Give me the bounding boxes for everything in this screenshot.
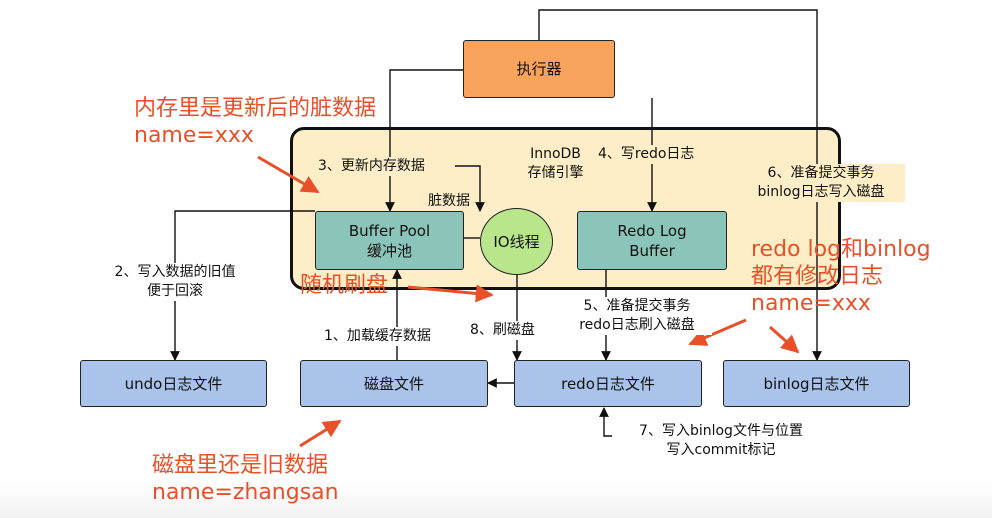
step5-label: 5、准备提交事务 redo日志刷入磁盘 — [562, 297, 712, 335]
redo-log-buffer-node: Redo Log Buffer — [577, 211, 727, 270]
executor-node: 执行器 — [463, 40, 615, 98]
disk-file-node: 磁盘文件 — [300, 360, 488, 407]
annotation-disk-old: 磁盘里还是旧数据 name=zhangsan — [152, 453, 339, 505]
red-arrow-disk-old — [299, 419, 342, 448]
innodb-engine-label: InnoDB 存储引擎 — [527, 146, 584, 181]
arrow-dirty-to-io — [455, 165, 485, 212]
step2-label: 2、写入数据的旧值 便于回滚 — [100, 263, 250, 301]
arrow-to-undo-file — [170, 210, 315, 361]
arrow-executor-to-buffer-pool — [385, 69, 463, 212]
step6-label: 6、准备提交事务 binlog日志写入磁盘 — [737, 164, 905, 202]
red-arrow-logs-to-binlog — [769, 325, 800, 354]
annotation-random-flush: 随机刷盘 — [300, 273, 389, 298]
annotation-memory-dirty: 内存里是更新后的脏数据 name=xxx — [134, 96, 377, 148]
bottom-band — [0, 480, 992, 518]
undo-file-node: undo日志文件 — [80, 360, 267, 407]
red-arrow-logs-to-redo — [688, 318, 747, 346]
buffer-pool-node: Buffer Pool 缓冲池 — [315, 211, 464, 270]
step1-label: 1、加载缓存数据 — [324, 327, 431, 346]
red-arrow-memory — [257, 155, 320, 194]
redo-file-node: redo日志文件 — [514, 360, 702, 407]
step3-label: 3、更新内存数据 — [318, 157, 425, 176]
binlog-file-node: binlog日志文件 — [723, 360, 910, 407]
dirty-data-label: 脏数据 — [428, 192, 470, 211]
io-thread-node: IO线程 — [480, 208, 553, 275]
step8-label: 8、刷磁盘 — [470, 321, 535, 340]
annotation-logs-modified: redo log和binlog 都有修改日志 name=xxx — [751, 237, 931, 316]
red-arrow-random-flush — [407, 284, 494, 303]
step7-label: 7、写入binlog文件与位置 写入commit标记 — [639, 423, 803, 458]
step4-label: 4、写redo日志 — [598, 145, 695, 164]
arrow-step7-to-redo-file — [599, 407, 612, 437]
